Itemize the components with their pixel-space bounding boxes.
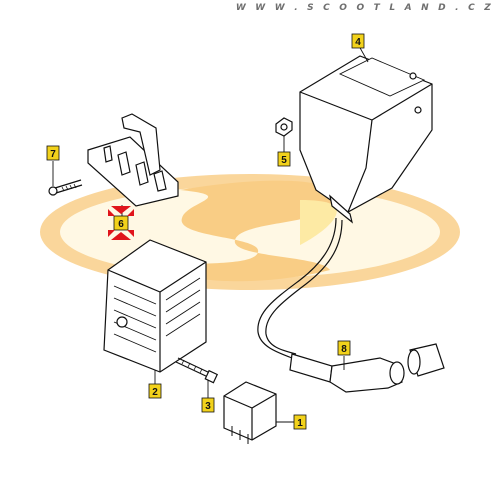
bolt-part (175, 357, 219, 398)
callout-box (277, 151, 291, 167)
callout-box (113, 215, 129, 231)
callout-label: 3 (205, 401, 211, 412)
callout-6: 6 (108, 206, 134, 240)
callout-box (337, 340, 351, 356)
callout-box (293, 414, 307, 430)
high-tension-lead (257, 217, 343, 359)
screw-part (48, 161, 83, 196)
ignition-coil-part (299, 45, 433, 224)
callout-label: 7 (50, 149, 56, 160)
callout-4: 4 (351, 33, 365, 49)
callout-label: 2 (152, 387, 158, 398)
callout-label: 5 (281, 155, 287, 166)
callout-label: 4 (355, 37, 361, 48)
callout-8: 8 (337, 340, 351, 356)
callout-1: 1 (293, 414, 307, 430)
site-watermark: W W W . S C O O T L A N D . C Z (235, 3, 494, 13)
spark-plug-cap-part (289, 343, 445, 393)
brand-logo-watermark (40, 174, 460, 290)
callout-label: 8 (341, 344, 347, 355)
callout-5: 5 (277, 151, 291, 167)
callout-label: 6 (118, 219, 124, 230)
callout-box (148, 383, 162, 399)
callout-box (201, 397, 215, 413)
callout-label: 1 (297, 418, 303, 429)
callout-3: 3 (201, 397, 215, 413)
nut-part (275, 117, 293, 152)
callout-box (46, 145, 60, 161)
callout-box (351, 33, 365, 49)
callout-2: 2 (148, 383, 162, 399)
callout-7: 7 (46, 145, 60, 161)
highlight-arrows-icon (108, 206, 134, 240)
relay-part (223, 381, 296, 444)
regulator-rectifier-part (103, 239, 207, 384)
mounting-bracket-part (87, 113, 179, 216)
